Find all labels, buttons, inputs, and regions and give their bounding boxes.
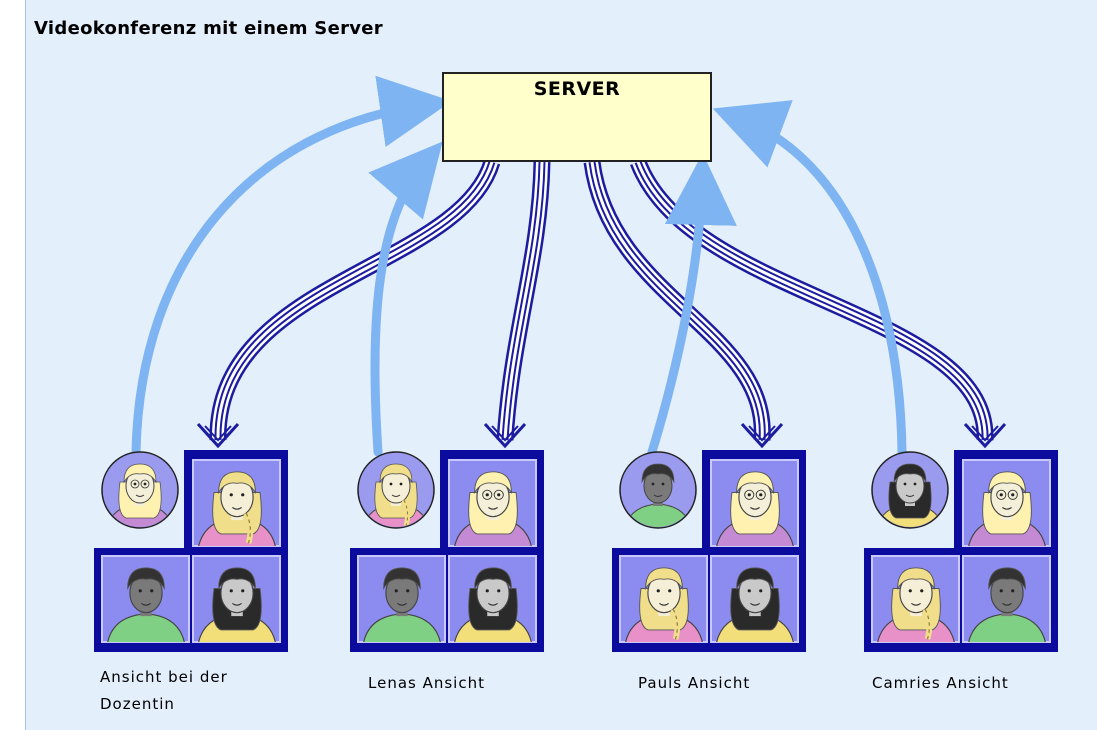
self-avatar-paul bbox=[619, 451, 697, 529]
download-arrow-camrie bbox=[630, 158, 1007, 449]
dozentin-portrait bbox=[454, 471, 532, 546]
upload-arrows bbox=[131, 75, 907, 457]
lena-portrait bbox=[625, 567, 703, 642]
dozentin-portrait bbox=[716, 471, 794, 546]
view-lena bbox=[350, 450, 544, 652]
upload-arrow-paul bbox=[647, 153, 737, 457]
video-tile-paul bbox=[101, 555, 190, 643]
caption-camrie-line1: Camries Ansicht bbox=[872, 674, 1009, 692]
video-tile-paul bbox=[357, 555, 446, 643]
camrie-portrait bbox=[875, 463, 945, 527]
video-tile-camrie bbox=[192, 555, 281, 643]
video-tile-lena bbox=[192, 459, 281, 547]
caption-lena: Lenas Ansicht bbox=[368, 670, 485, 697]
view-dozentin bbox=[94, 450, 288, 652]
video-tile-lena bbox=[619, 555, 708, 643]
server-label: SERVER bbox=[533, 78, 621, 100]
caption-paul: Pauls Ansicht bbox=[638, 670, 750, 697]
upload-arrow-camrie bbox=[712, 100, 907, 457]
server-box: SERVER bbox=[442, 72, 712, 162]
caption-dozentin-line2: Dozentin bbox=[100, 695, 175, 713]
video-tile-dozentin bbox=[962, 459, 1051, 547]
self-avatar-camrie bbox=[871, 451, 949, 529]
caption-dozentin-line1: Ansicht bei der bbox=[100, 668, 228, 686]
view-paul bbox=[612, 450, 806, 652]
video-tile-dozentin bbox=[448, 459, 537, 547]
caption-paul-line1: Pauls Ansicht bbox=[638, 674, 751, 692]
video-tile-camrie bbox=[710, 555, 799, 643]
caption-camrie: Camries Ansicht bbox=[872, 670, 1009, 697]
camrie-portrait bbox=[198, 567, 276, 642]
video-tile-camrie bbox=[448, 555, 537, 643]
download-arrow-lena bbox=[483, 161, 551, 449]
lena-portrait bbox=[877, 567, 955, 642]
caption-dozentin: Ansicht bei der Dozentin bbox=[100, 664, 228, 718]
self-avatar-lena bbox=[357, 451, 435, 529]
upload-arrow-lena bbox=[368, 141, 443, 457]
diagram-title: Videokonferenz mit einem Server bbox=[34, 18, 383, 39]
video-tile-dozentin bbox=[710, 459, 799, 547]
paul-portrait bbox=[968, 567, 1046, 642]
camrie-portrait bbox=[454, 567, 532, 642]
caption-lena-line1: Lenas Ansicht bbox=[368, 674, 485, 692]
participant-views bbox=[94, 450, 1058, 652]
self-avatar-dozentin bbox=[101, 451, 179, 529]
camrie-portrait bbox=[716, 567, 794, 642]
lena-portrait bbox=[198, 471, 276, 546]
dozentin-portrait bbox=[968, 471, 1046, 546]
video-tile-paul bbox=[962, 555, 1051, 643]
download-arrow-dozentin bbox=[196, 159, 501, 449]
paul-portrait bbox=[363, 567, 441, 642]
view-camrie bbox=[864, 450, 1058, 652]
video-tile-lena bbox=[871, 555, 960, 643]
paul-portrait bbox=[107, 567, 185, 642]
upload-arrow-dozentin bbox=[131, 75, 452, 457]
